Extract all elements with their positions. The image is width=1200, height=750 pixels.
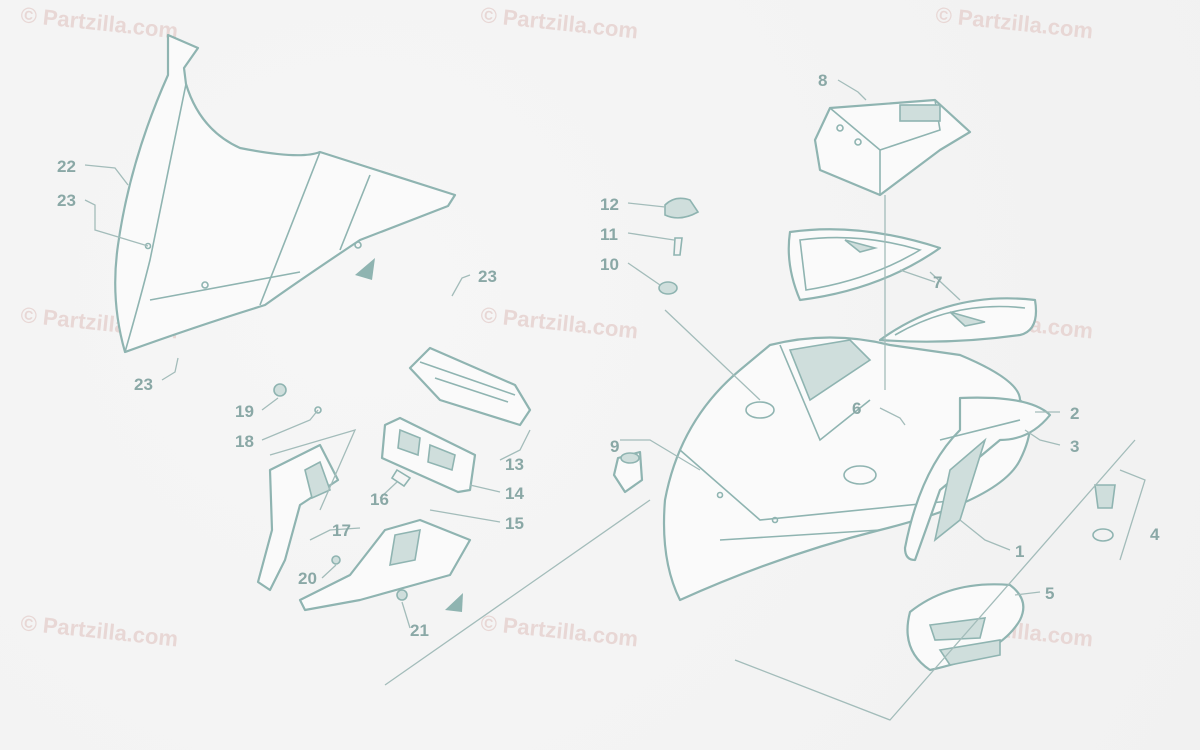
instrument-cluster-part-13 [408,346,532,427]
callout-17: 17 [332,521,351,540]
bracket-part-14 [380,416,477,494]
callout-4: 4 [1150,525,1160,544]
callout-9: 9 [610,437,619,456]
direction-arrow [445,593,463,612]
callout-22: 22 [57,157,76,176]
callout-14: 14 [505,484,524,503]
subframe-part-17 [256,443,472,612]
windscreen-part-22 [114,33,457,354]
fitting-part-9 [612,450,644,494]
callout-2: 2 [1070,404,1079,423]
callout-13: 13 [505,455,524,474]
fastener-part-11 [673,237,683,256]
callout-18: 18 [235,432,254,451]
front-fairing-part-1 [662,336,1031,602]
callout-20: 20 [298,569,317,588]
direction-arrow [355,258,375,280]
screw-part-20 [331,555,341,565]
callout-11: 11 [600,225,618,244]
callout-12: 12 [600,195,619,214]
callout-23: 23 [478,267,497,286]
watermark: © Partzilla.com [19,2,179,43]
callout-23: 23 [134,375,153,394]
callout-10: 10 [600,255,619,274]
washer-part-19 [273,383,287,397]
callout-5: 5 [1045,584,1054,603]
callout-23: 23 [57,191,76,210]
panel-part-7 [787,228,1038,343]
callout-1: 1 [1015,542,1024,561]
nut-part-21 [396,589,408,601]
callout-15: 15 [505,514,524,533]
screw-part-18 [314,406,322,414]
watermark: © Partzilla.com [934,2,1094,43]
leader-lines [84,79,1146,721]
callout-19: 19 [235,402,254,421]
bolt-part-16 [390,468,412,488]
callout-16: 16 [370,490,389,509]
watermark: © Partzilla.com [479,302,639,343]
watermark: © Partzilla.com [479,610,639,651]
cover-part-8 [813,98,972,197]
callout-7: 7 [933,273,942,292]
fastener-part-4 [1092,484,1116,542]
callout-3: 3 [1070,437,1079,456]
watermark: © Partzilla.com [479,2,639,43]
watermark: © Partzilla.com [19,610,179,651]
callout-8: 8 [818,71,827,90]
panel-part-5 [906,583,1025,672]
grommet-part-10 [658,281,678,295]
callout-21: 21 [410,621,429,640]
fastener-part-12 [664,197,700,219]
callout-6: 6 [852,399,861,418]
callout-labels: 1 2 3 4 5 6 7 8 9 10 11 12 13 14 15 16 1… [57,71,1160,640]
trim-part-2 [903,396,1052,562]
